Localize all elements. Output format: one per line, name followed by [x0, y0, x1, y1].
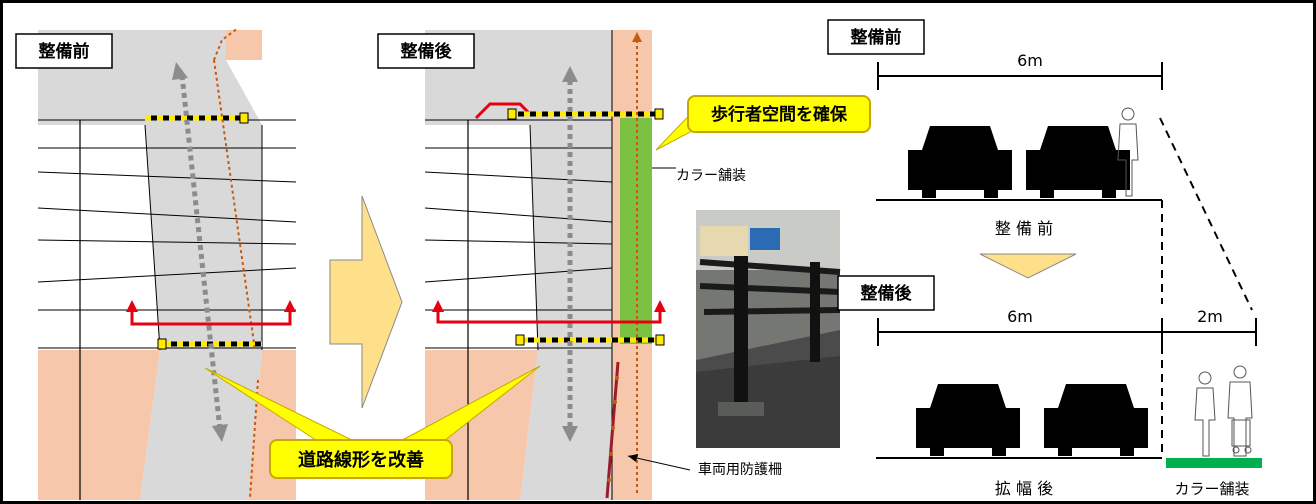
photo-building-sign [750, 228, 780, 250]
grid-line [424, 267, 613, 283]
guardrail [605, 361, 620, 499]
tag-box [837, 275, 935, 311]
pedestrian-icon [1194, 371, 1216, 457]
signal-box [157, 338, 167, 350]
guardrail-label: 車両用防護柵 [698, 461, 782, 478]
guardrail-post [615, 376, 619, 380]
grid-line [37, 171, 297, 183]
callout-sidewalk: 歩行者空間を確保 [655, 95, 871, 151]
after-tag: 整備後 [377, 33, 475, 69]
after-map [424, 30, 666, 500]
color-paving-bar [1166, 458, 1262, 468]
tag-box [15, 33, 113, 69]
sidewalk-extension-mark [474, 102, 532, 120]
arrowhead [432, 300, 444, 312]
pedestrian-flow [213, 59, 256, 351]
section-after-tag-text: 整備後 [861, 283, 913, 304]
arrowhead [562, 426, 578, 442]
car-icon [908, 126, 1012, 198]
photo-post [734, 256, 748, 408]
signal-box [655, 334, 665, 346]
photo-building-sign [700, 226, 748, 256]
signal-box [239, 112, 249, 124]
arrowhead [212, 424, 228, 442]
guardrail-post [609, 452, 613, 456]
tag-box [827, 19, 925, 55]
arrowhead [628, 454, 638, 462]
grid-line [424, 239, 613, 245]
arrowhead [284, 300, 296, 312]
arrowhead [172, 62, 188, 80]
before-tag-text: 整備前 [39, 41, 90, 62]
section-down-arrow [979, 253, 1077, 279]
guardrail-photo [696, 210, 841, 448]
leader-line [627, 455, 691, 471]
signal-box [515, 334, 525, 346]
transition-arrow [329, 195, 403, 409]
callout-box [687, 95, 871, 133]
cross-section-before: 整備前 6m 整 備 前 [827, 19, 1253, 311]
guardrail-post [607, 478, 611, 482]
after-caption: 拡 幅 後 [995, 479, 1053, 498]
guardrail-post [611, 426, 615, 430]
before-caption: 整 備 前 [995, 219, 1053, 238]
signal-box [654, 108, 664, 120]
grid-line [424, 207, 613, 223]
vehicle-flow-arrow [179, 74, 223, 431]
after-road-width-label: 6m [1007, 307, 1033, 326]
callout-sidewalk-text: 歩行者空間を確保 [711, 104, 848, 125]
car-icon [916, 384, 1020, 456]
grid-line [37, 207, 297, 223]
photo-post [810, 262, 820, 362]
road-edge [529, 124, 539, 351]
callout-road-text: 道路線形を改善 [298, 449, 424, 471]
after-sidewalk-width-label: 2m [1197, 307, 1223, 326]
grid-line [37, 267, 297, 283]
pedestrian-flow [213, 27, 239, 61]
arrowhead [562, 66, 578, 82]
road-edge [144, 124, 161, 351]
color-paving-caption: カラー舗装 [1174, 480, 1249, 498]
pedestrian-icon [1117, 107, 1139, 197]
width-arrow [436, 310, 662, 324]
section-before-tag-text: 整備前 [851, 27, 902, 48]
before-tag: 整備前 [15, 33, 113, 69]
after-tag-text: 整備後 [401, 41, 453, 62]
before-map [37, 27, 297, 500]
cross-section-after: 整備後 6m 2m 拡 幅 後 カラー舗装 [837, 275, 1262, 498]
tag-box [377, 33, 475, 69]
grid-line [37, 239, 297, 245]
guardrail-post [613, 400, 617, 404]
stroller-pedestrian-icon [1227, 365, 1253, 457]
arrowhead [632, 32, 642, 42]
car-icon [1026, 126, 1130, 198]
car-icon [1044, 384, 1148, 456]
grid-line [424, 171, 613, 183]
width-arrow [130, 310, 292, 326]
before-width-label: 6m [1017, 51, 1043, 70]
before-sidewalk-left [38, 350, 160, 500]
arrowhead [654, 300, 666, 312]
callout-box [269, 439, 453, 479]
callout-road-alignment: 道路線形を改善 [204, 365, 541, 479]
dashed-projection [1159, 117, 1253, 311]
signal-box [507, 108, 517, 120]
photo-post-base [718, 402, 764, 416]
arrowhead [126, 300, 138, 312]
color-paving-label: カラー舗装 [676, 168, 746, 184]
before-sidewalk-top [226, 30, 262, 60]
photo-pavement-shadow [696, 356, 840, 448]
